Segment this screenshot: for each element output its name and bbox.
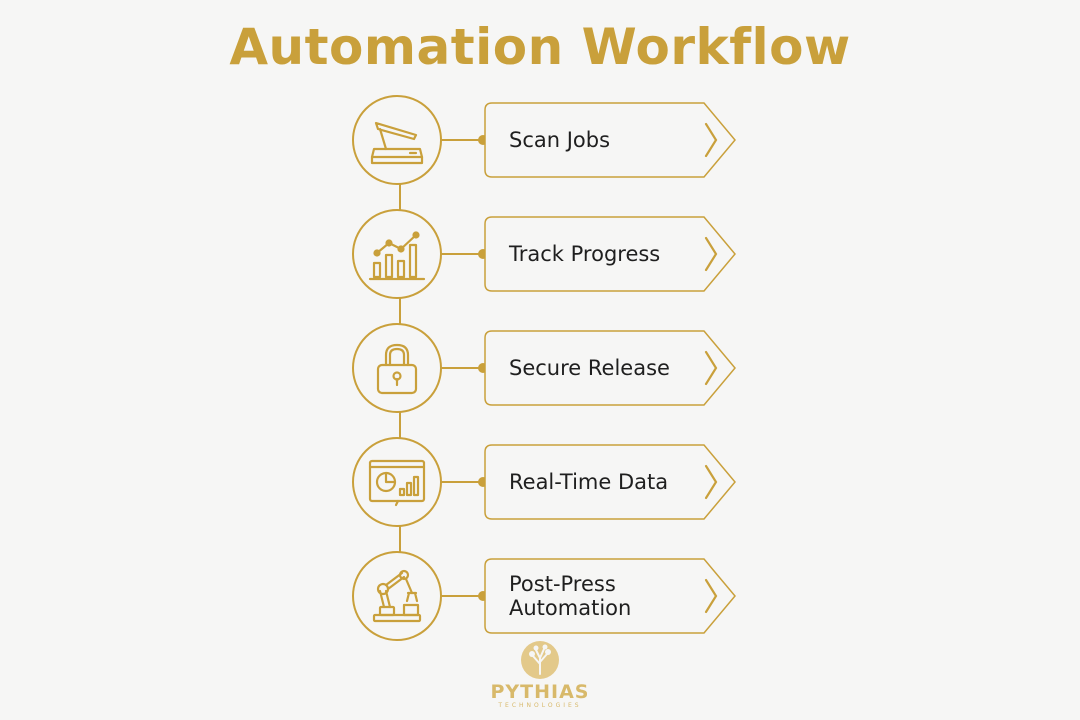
step-label: Real-Time Data xyxy=(509,470,669,494)
workflow-step-post-press-automation: Post-Press Automation xyxy=(352,551,742,641)
tree-logo-icon xyxy=(521,641,559,679)
workflow-step-secure-release: Secure Release xyxy=(352,323,742,413)
step-connector-dot xyxy=(478,591,488,601)
arrow-card-frame xyxy=(484,444,736,520)
step-connector xyxy=(440,481,485,483)
step-label: Scan Jobs xyxy=(509,128,611,152)
page-title: Automation Workflow xyxy=(229,18,851,76)
step-connector xyxy=(440,595,485,597)
step-icon-circle xyxy=(352,209,442,299)
step-label: Track Progress xyxy=(509,242,661,266)
company-logo: PYTHIAS TECHNOLOGIES xyxy=(470,640,610,718)
workflow-step-real-time-data: Real-Time Data xyxy=(352,437,742,527)
step-icon-circle xyxy=(352,437,442,527)
arrow-card-frame xyxy=(484,216,736,292)
step-label: Secure Release xyxy=(509,356,670,380)
step-icon-circle xyxy=(352,95,442,185)
workflow-step-scan-jobs: Scan Jobs xyxy=(352,95,742,185)
step-card[interactable]: Real-Time Data xyxy=(484,444,736,520)
bar-chart-trend-icon xyxy=(368,231,426,281)
step-connector-dot xyxy=(478,135,488,145)
logo-brand-name: PYTHIAS xyxy=(490,681,590,703)
logo-subtitle: TECHNOLOGIES xyxy=(498,702,582,709)
step-icon-circle xyxy=(352,323,442,413)
step-connector-dot xyxy=(478,477,488,487)
scanner-icon xyxy=(370,121,424,165)
step-connector xyxy=(440,253,485,255)
step-card[interactable]: Post-Press Automation xyxy=(484,558,736,634)
padlock-icon xyxy=(376,343,418,395)
dashboard-icon xyxy=(368,459,426,507)
step-connector-dot xyxy=(478,249,488,259)
arrow-card-frame xyxy=(484,330,736,406)
arrow-card-frame xyxy=(484,102,736,178)
step-icon-circle xyxy=(352,551,442,641)
step-card[interactable]: Secure Release xyxy=(484,330,736,406)
workflow-step-track-progress: Track Progress xyxy=(352,209,742,299)
step-label: Post-Press Automation xyxy=(509,572,632,620)
step-connector xyxy=(440,367,485,369)
step-connector-dot xyxy=(478,363,488,373)
robotic-arm-icon xyxy=(372,569,422,623)
step-connector xyxy=(440,139,485,141)
step-card[interactable]: Scan Jobs xyxy=(484,102,736,178)
step-card[interactable]: Track Progress xyxy=(484,216,736,292)
arrow-card-frame xyxy=(484,558,736,634)
